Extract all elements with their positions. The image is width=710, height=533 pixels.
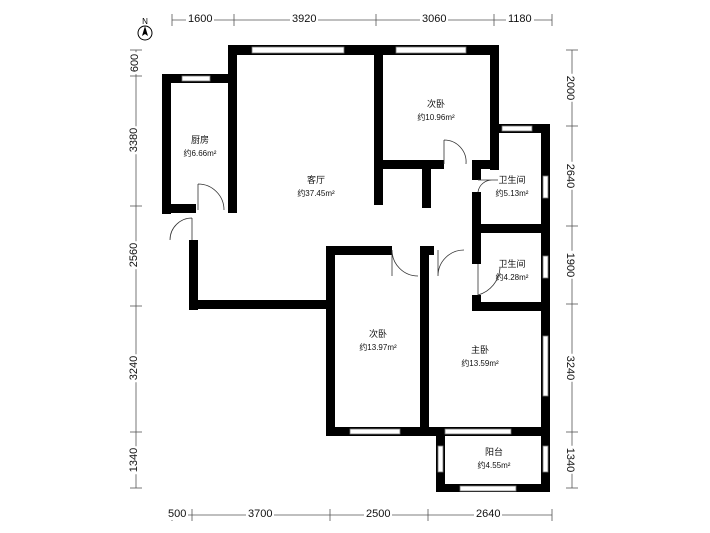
dim-bottom-3: 2500 [364, 508, 393, 520]
room-bedroom-top: 次卧 约10.96m² [398, 98, 474, 124]
dim-bottom-1: 500 [166, 508, 189, 520]
dim-top-4: 1180 [506, 13, 534, 25]
doors [169, 139, 501, 296]
dim-right-5: 1340 [564, 445, 577, 475]
room-area: 约4.55m² [477, 461, 511, 470]
room-balcony: 阳台 约4.55m² [456, 446, 532, 472]
dim-right-3: 1900 [564, 250, 577, 280]
dim-left-4: 3240 [128, 353, 141, 383]
room-bedroom-mid: 次卧 约13.97m² [338, 328, 418, 354]
dim-bottom-2: 3700 [246, 508, 275, 520]
windows [181, 46, 549, 492]
dim-right-4: 3240 [564, 353, 577, 383]
dim-top-1: 1600 [186, 13, 215, 25]
dim-right-2: 2640 [564, 161, 577, 191]
room-name: 次卧 [426, 99, 445, 109]
room-name: 卫生间 [498, 175, 526, 185]
room-area: 约4.28m² [495, 273, 529, 282]
room-area: 约13.59m² [461, 359, 499, 368]
room-bathroom-top: 卫生间 约5.13m² [484, 174, 540, 200]
room-name: 主卧 [470, 345, 489, 355]
room-area: 约37.45m² [297, 189, 335, 198]
dim-top-2: 3920 [290, 13, 319, 25]
dim-left-1: 600 [129, 51, 142, 75]
room-name: 卫生间 [498, 259, 526, 269]
room-kitchen: 厨房 约6.66m² [172, 134, 228, 160]
room-area: 约10.96m² [417, 113, 455, 122]
room-area: 约13.97m² [359, 343, 397, 352]
room-name: 客厅 [306, 175, 325, 185]
room-living: 客厅 约37.45m² [276, 174, 356, 200]
dim-bottom-4: 2640 [474, 508, 503, 520]
north-arrow-icon: N [137, 17, 153, 41]
room-name: 阳台 [484, 447, 503, 457]
dim-top-3: 3060 [420, 13, 449, 25]
compass-label: N [142, 17, 148, 26]
room-area: 约5.13m² [495, 189, 529, 198]
room-name: 次卧 [368, 329, 387, 339]
dim-right-1: 2000 [564, 73, 577, 103]
dim-left-3: 2560 [128, 240, 141, 270]
dim-left-5: 1340 [128, 445, 141, 475]
room-master-bedroom: 主卧 约13.59m² [440, 344, 520, 370]
dim-left-2: 3380 [128, 125, 141, 155]
room-area: 约6.66m² [183, 149, 217, 158]
room-bathroom-mid: 卫生间 约4.28m² [484, 258, 540, 284]
room-name: 厨房 [190, 135, 209, 145]
